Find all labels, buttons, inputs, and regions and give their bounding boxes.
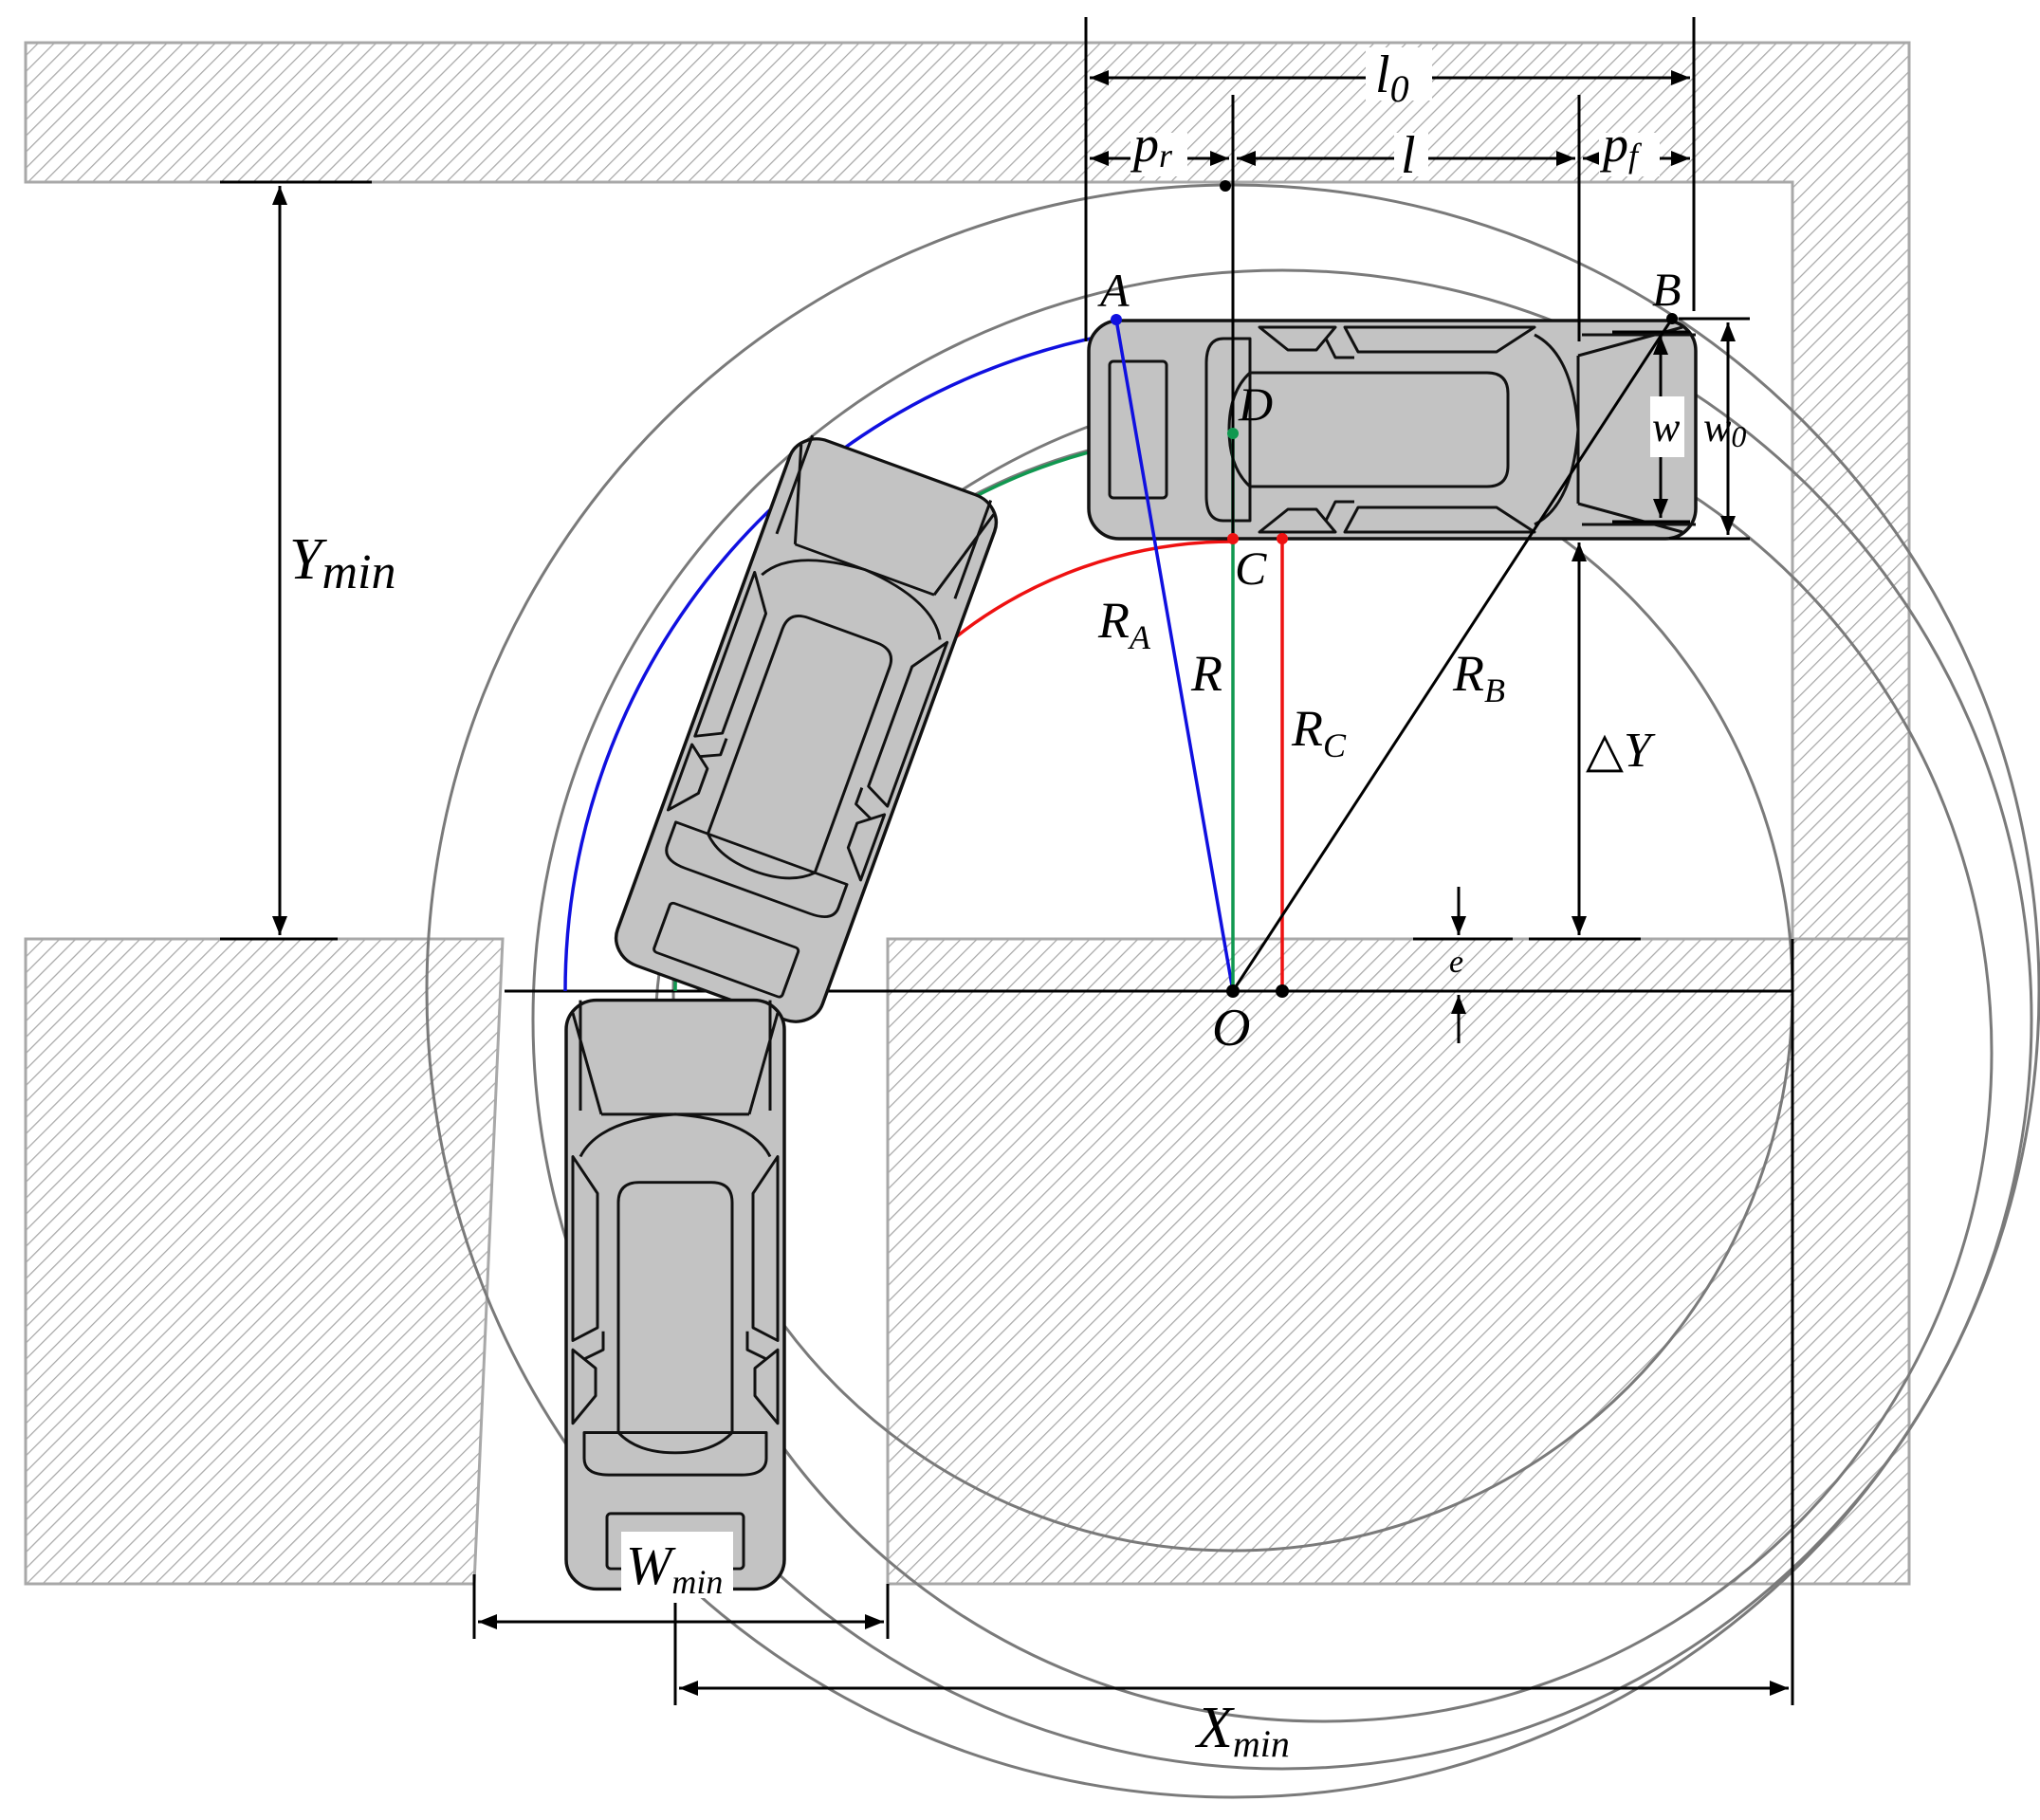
label-C: C bbox=[1235, 542, 1267, 595]
top-dimensions bbox=[1084, 17, 1696, 417]
label-O: O bbox=[1212, 999, 1250, 1057]
label-R: R bbox=[1190, 645, 1222, 702]
label-pr: pr bbox=[1130, 116, 1173, 175]
radius-RA bbox=[1114, 319, 1235, 992]
wall-bottom-left bbox=[24, 937, 505, 1586]
label-w0: w0 bbox=[1703, 404, 1746, 453]
point-C2 bbox=[1277, 533, 1288, 544]
right-dimensions bbox=[1413, 317, 1750, 1043]
point-C1 bbox=[1227, 533, 1239, 544]
label-w: w bbox=[1652, 404, 1681, 450]
key-points bbox=[1111, 180, 1678, 998]
label-A: A bbox=[1097, 264, 1130, 317]
label-B: B bbox=[1652, 263, 1682, 316]
label-Wmin: Wmin bbox=[626, 1535, 723, 1601]
ymin-dimension bbox=[220, 180, 372, 941]
label-RA: RA bbox=[1097, 592, 1151, 656]
label-deltaY: △Y bbox=[1586, 724, 1656, 778]
point-D bbox=[1227, 428, 1239, 439]
wall-bottom-right bbox=[886, 937, 1911, 1586]
radius-lines bbox=[1114, 186, 1674, 992]
diagram-labels: l0 pr l pf A B D C O w w0 RA R RC RB △Y … bbox=[289, 46, 1746, 1765]
bottom-dimensions bbox=[472, 939, 1794, 1705]
point-A bbox=[1111, 314, 1122, 325]
label-RB: RB bbox=[1452, 645, 1505, 709]
point-B bbox=[1666, 313, 1678, 324]
radius-RB bbox=[1231, 318, 1674, 992]
label-e: e bbox=[1449, 945, 1463, 980]
label-Ymin: Ymin bbox=[289, 527, 395, 599]
label-D: D bbox=[1238, 377, 1273, 431]
label-RC: RC bbox=[1291, 700, 1347, 764]
label-l0: l0 bbox=[1375, 46, 1409, 110]
label-backgrounds bbox=[621, 47, 1684, 1598]
label-Xmin: Xmin bbox=[1194, 1696, 1290, 1765]
point-O bbox=[1226, 984, 1240, 998]
car-final-position bbox=[1087, 319, 1698, 541]
point-top bbox=[1220, 180, 1231, 192]
label-l: l bbox=[1401, 126, 1416, 185]
arc-A bbox=[563, 322, 1224, 992]
point-O2 bbox=[1276, 984, 1289, 998]
car-initial-position bbox=[564, 998, 786, 1591]
